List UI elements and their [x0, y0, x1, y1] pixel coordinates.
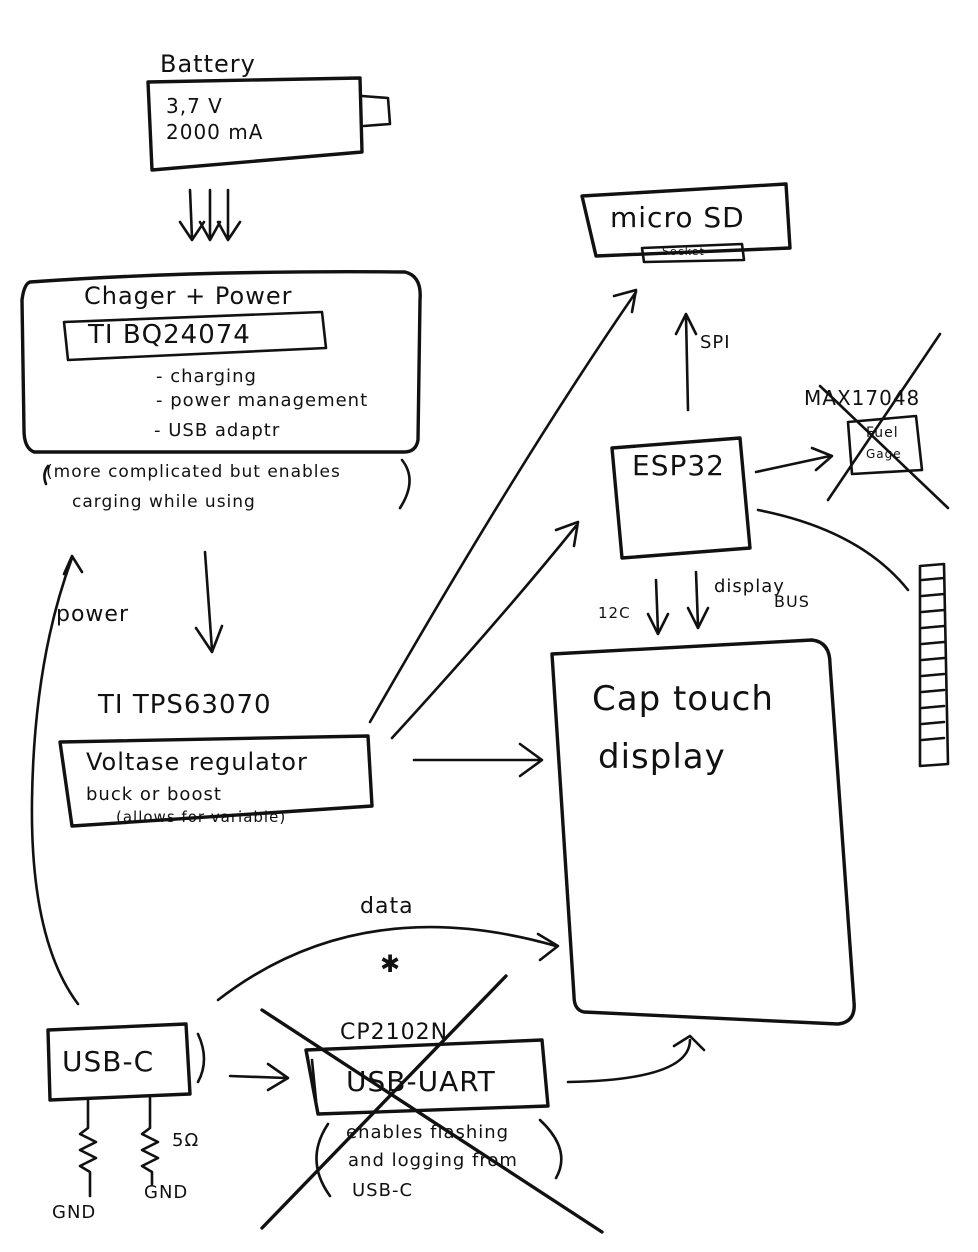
i2c-label: 12C — [598, 604, 631, 622]
microsd-label: micro SD — [610, 201, 745, 234]
battery-terminal — [360, 94, 392, 128]
battery-to-charger-arrows — [178, 188, 242, 242]
charger-box — [20, 270, 422, 454]
usbc-to-uart-arrow — [228, 1062, 290, 1092]
uart-note-3: USB-C — [352, 1180, 414, 1201]
uart-label: USB-UART — [346, 1065, 496, 1098]
data-arc — [216, 925, 560, 1002]
fuelgauge-line-2: Gage — [866, 447, 902, 461]
display-bus-arrow — [686, 570, 710, 630]
fuelgauge-box — [846, 414, 924, 476]
charger-chip-box — [62, 310, 328, 362]
regulator-to-esp-line — [390, 520, 580, 740]
uart-note-bracket — [315, 1118, 563, 1198]
regulator-line-1: Voltase regulator — [86, 748, 308, 776]
battery-outline — [146, 76, 364, 172]
display-box — [550, 638, 856, 1026]
gnd-left: GND — [52, 1202, 97, 1223]
battery-title: Battery — [160, 50, 256, 78]
regulator-to-sd-line — [368, 288, 638, 724]
charger-feature-2: - power management — [156, 390, 369, 411]
power-line — [30, 554, 84, 1006]
spi-label: SPI — [700, 332, 731, 353]
charger-chip: TI BQ24074 — [88, 320, 251, 350]
charger-note-paren-left — [43, 464, 50, 486]
resistor-value: 5Ω — [172, 1130, 200, 1151]
charger-note-1: (more complicated but enables — [46, 462, 341, 482]
esp32-to-fuelgauge-arrow — [754, 446, 834, 474]
power-label: power — [56, 602, 129, 627]
regulator-to-display-arrow — [412, 742, 544, 778]
microsd-box — [580, 182, 792, 258]
battery-capacity: 2000 mA — [166, 120, 264, 144]
regulator-line-2: buck or boost — [86, 784, 222, 805]
charger-note-paren — [398, 458, 411, 510]
data-asterisk: ✱ — [380, 950, 402, 978]
fuelgauge-cross — [818, 332, 950, 510]
battery-voltage: 3,7 V — [166, 94, 223, 118]
regulator-box — [58, 734, 374, 828]
display-bus-label-1: display — [714, 576, 785, 597]
charger-title: Chager + Power — [84, 282, 293, 310]
usb-c-box — [46, 1022, 192, 1102]
esp32-label: ESP32 — [632, 449, 725, 482]
resistor-left — [78, 1098, 98, 1198]
uart-to-display-arrow — [566, 1034, 706, 1084]
fuelgauge-line-1: Fuel — [866, 425, 899, 441]
microsd-socket-box — [640, 242, 746, 264]
gnd-right: GND — [144, 1182, 189, 1203]
fuelgauge-part: MAX17048 — [804, 386, 921, 410]
i2c-arrow — [646, 578, 670, 636]
charger-note-2: carging while using — [72, 492, 256, 512]
esp32-ribbon-curve — [756, 508, 910, 592]
regulator-part: TI TPS63070 — [98, 690, 272, 720]
spi-arrow — [674, 312, 698, 412]
regulator-note: (allows for variable) — [116, 808, 287, 826]
display-line-2: display — [598, 737, 726, 777]
uart-note-1: enables flashing — [346, 1122, 510, 1143]
ribbon-connector — [918, 562, 950, 768]
uart-inner-tab — [310, 1058, 318, 1102]
usb-c-receptacle — [196, 1032, 206, 1084]
display-line-1: Cap touch — [592, 679, 774, 719]
resistor-right — [140, 1096, 160, 1186]
usb-c-label: USB-C — [62, 1045, 155, 1078]
uart-cross — [260, 974, 604, 1234]
charger-feature-3: - USB adaptr — [154, 420, 281, 441]
data-label: data — [360, 894, 414, 919]
uart-part: CP2102N — [340, 1020, 449, 1045]
charger-feature-1: - charging — [156, 366, 257, 387]
uart-note-2: and logging from — [348, 1150, 518, 1171]
microsd-socket: Socket — [662, 245, 705, 258]
charger-to-regulator-arrow — [194, 550, 224, 654]
esp32-box — [610, 436, 752, 560]
display-bus-label-2: BUS — [774, 592, 810, 611]
